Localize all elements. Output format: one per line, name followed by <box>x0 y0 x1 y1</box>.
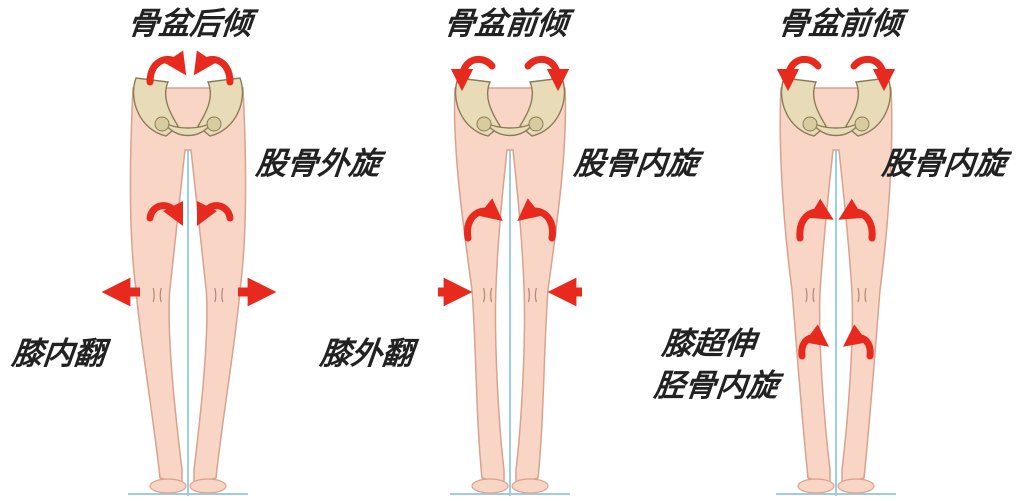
panel-3-pelvis-arrow-right <box>854 59 884 80</box>
right-foot <box>190 479 226 493</box>
panel-1-pelvis-arrow-left <box>150 59 180 82</box>
left-hip-socket <box>155 117 169 131</box>
right-foot <box>512 479 548 493</box>
panel-3-pelvis-arrow-left <box>788 59 818 80</box>
panel-2-pelvis-label: 骨盆前倾 <box>442 6 570 42</box>
panel-1-femur-label: 股骨外旋 <box>254 146 382 182</box>
panel-3-femur-label: 股骨内旋 <box>880 146 1008 182</box>
left-hip-socket <box>803 117 817 131</box>
panel-2-figure <box>450 78 570 496</box>
panel-3-figure <box>776 78 896 496</box>
panel-2-knee-label: 膝外翻 <box>318 336 415 372</box>
panel-3-tibia-label: 胫骨内旋 <box>652 368 780 404</box>
right-foot <box>838 479 874 493</box>
panel-1-pelvis-arrow-right <box>200 59 230 82</box>
left-foot <box>798 479 834 493</box>
right-hip-socket <box>207 117 221 131</box>
right-hip-socket <box>855 117 869 131</box>
left-hip-socket <box>477 117 491 131</box>
panel-2-femur-label: 股骨内旋 <box>572 146 700 182</box>
panel-1-knee-label: 膝内翻 <box>10 336 107 372</box>
panel-2-pelvis-arrow-right <box>528 59 558 80</box>
right-hip-socket <box>529 117 543 131</box>
left-foot <box>472 479 508 493</box>
left-foot <box>150 479 186 493</box>
panel-1-pelvis-label: 骨盆后倾 <box>126 6 254 42</box>
panel-3-knee-label: 膝超伸 <box>660 326 757 362</box>
panel-3-pelvis-label: 骨盆前倾 <box>776 6 904 42</box>
panel-2-pelvis-arrow-left <box>462 59 492 80</box>
panel-1-figure <box>128 78 248 496</box>
